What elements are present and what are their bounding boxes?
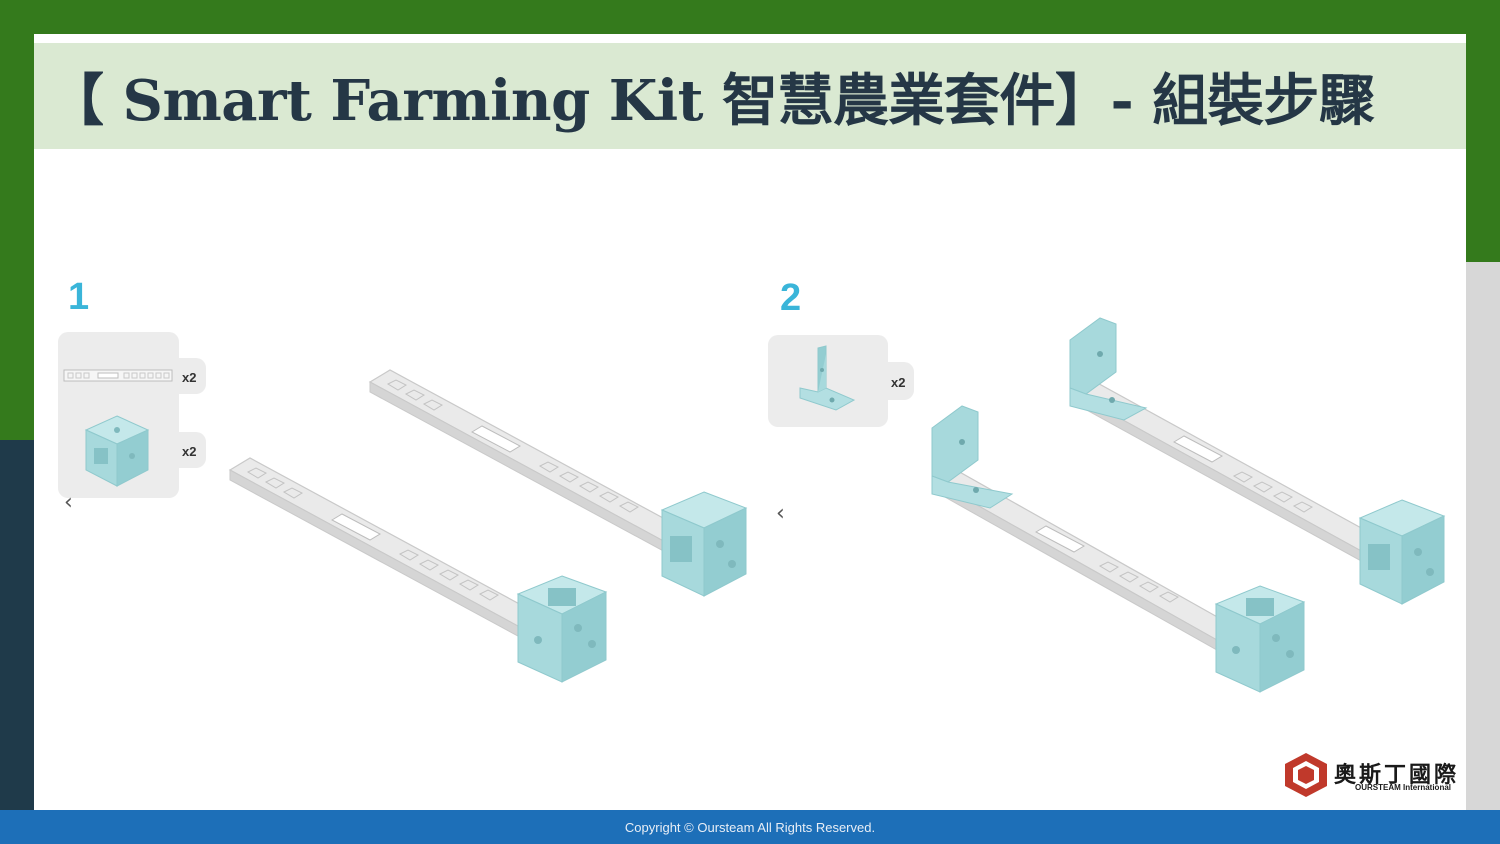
title-bar [34,43,1466,149]
chevron-left-icon[interactable]: ‹ [64,490,73,515]
qty-tab [170,432,206,468]
part-quantity: x2 [182,444,197,459]
logo-subtitle: OURSTEAM International [1355,783,1452,792]
logo-name: 奧斯丁國際 [1334,763,1460,788]
l-bracket-icon [799,345,856,411]
connector-cube-icon [84,415,150,487]
qty-tab [880,362,914,400]
copyright-text: Copyright © Oursteam All Rights Reserved… [624,820,876,835]
step-2-assembly-illustration [931,317,1446,693]
part-quantity: x2 [891,375,906,390]
qty-tab [170,358,206,394]
part-quantity: x2 [182,370,197,385]
slide-canvas [34,34,1466,810]
footer-bar [0,810,1500,844]
company-logo-icon [1285,753,1327,797]
step-number-2: 2 [780,277,802,319]
step-1-assembly-illustration [228,369,748,683]
step-number-1: 1 [68,276,90,318]
parts-box-step-2 [768,335,888,427]
page-title: 【 Smart Farming Kit 智慧農業套件】- 組裝步驟 [48,68,1375,134]
perforated-beam-icon [63,369,173,382]
chevron-left-icon[interactable]: ‹ [776,501,785,526]
